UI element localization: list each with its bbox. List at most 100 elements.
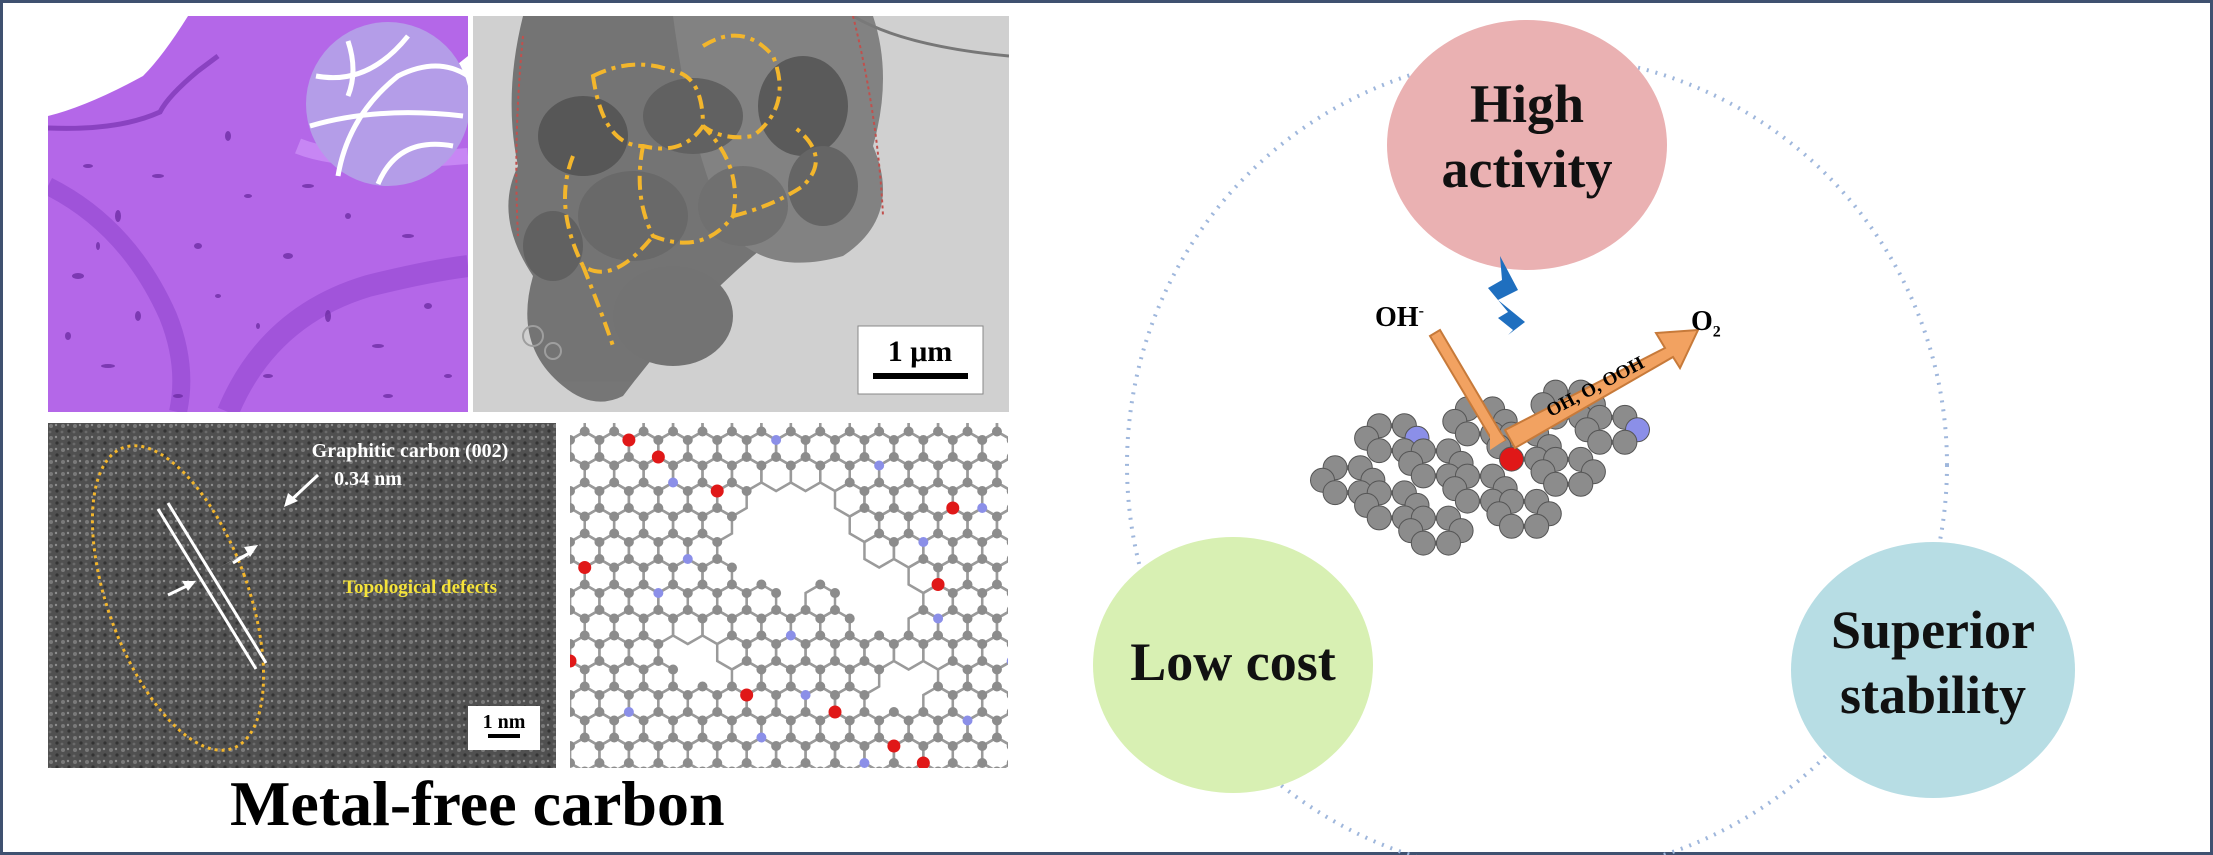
carbon-atom [874,528,885,539]
carbon-atom [594,452,605,462]
carbon-atom [1543,471,1569,497]
carbon-atom [712,435,723,445]
carbon-atom [682,435,693,445]
properties-diagram: OH, O, OOH [1093,20,2075,855]
carbon-atom [609,613,620,624]
carbon-atom [756,664,767,675]
carbon-atom [962,579,973,590]
carbon-atom [977,537,988,547]
carbon-atom [991,477,1002,488]
carbon-atom [756,613,767,624]
carbon-atom [756,460,767,471]
carbon-atom [903,477,914,488]
carbon-atom [787,766,795,768]
carbon-atom [756,426,767,437]
carbon-atom [771,452,782,462]
carbon-atom [918,503,929,513]
carbon-atom [712,588,723,598]
carbon-atom [653,605,664,615]
carbon-atom [947,588,958,598]
carbon-atom [726,732,737,743]
carbon-atom [859,741,870,751]
carbon-atom [579,511,590,522]
carbon-atom [653,503,664,513]
carbon-atom [682,605,693,615]
carbon-atom [741,605,752,615]
carbon-atom [653,435,664,445]
carbon-atom [609,715,620,726]
reactant-formula: OH [1375,302,1419,333]
carbon-atom [1006,436,1008,444]
carbon-atom [697,579,708,590]
carbon-atom [947,656,958,666]
carbon-atom [682,537,693,547]
carbon-atom [594,503,605,513]
superior-stability-bubble [1791,542,2075,798]
carbon-atom [830,452,841,462]
carbon-atom [570,741,575,751]
oxygen-atom [622,433,636,447]
spacing-annotation: 0.34 nm [334,468,402,490]
carbon-atom [918,639,929,649]
nitrogen-atom [918,537,929,547]
carbon-atom [741,741,752,751]
carbon-atom [830,435,841,445]
carbon-atom [638,681,649,692]
carbon-atom [1006,708,1008,716]
high-activity-line2: activity [1441,138,1613,199]
oxygen-atom [828,705,842,719]
lattice-annotation: Graphitic carbon (002) [312,440,509,462]
carbon-atom [875,766,883,768]
carbon-atom [815,579,826,590]
carbon-atom [977,486,988,496]
hrtem-scale-bar-label: 1 nm [483,711,526,733]
carbon-atom [1006,640,1008,648]
carbon-atom [757,766,765,768]
carbon-atom [771,707,782,717]
carbon-atom [991,732,1002,743]
carbon-atom [570,639,575,649]
carbon-atom [785,426,796,437]
carbon-atom [947,690,958,700]
carbon-atom [903,511,914,522]
carbon-atom [1568,471,1594,497]
carbon-atom [668,613,679,624]
carbon-atom [623,588,634,598]
carbon-atom [844,477,855,488]
carbon-atom [668,528,679,539]
product-formula: O [1691,306,1713,337]
carbon-atom [816,766,824,768]
carbon-atom [741,656,752,666]
carbon-atom [859,452,870,462]
carbon-atom [594,486,605,496]
carbon-atom [668,664,679,675]
carbon-atom [712,605,723,615]
tem-micrograph-panel: 1 μm [473,16,1009,412]
carbon-atom [1006,504,1008,512]
carbon-atom [991,715,1002,726]
carbon-atom [712,554,723,564]
product-label: O2 [1691,306,1721,342]
carbon-atom [874,664,885,675]
carbon-atom [991,511,1002,522]
carbon-atom [668,460,679,471]
carbon-atom [888,707,899,717]
oxygen-atom [931,578,945,591]
lattice-ring [892,634,925,671]
carbon-atom [668,426,679,437]
superior-stability-line1: Superior [1830,600,2035,660]
carbon-atom [963,766,972,768]
carbon-atom [756,630,767,641]
high-activity-bubble [1387,20,1667,270]
carbon-atom [933,630,944,641]
nitrogen-atom [771,435,782,445]
lattice-ring [789,455,822,493]
carbon-atom [859,435,870,445]
carbon-atom [815,681,826,692]
carbon-atom [903,732,914,743]
carbon-atom [741,639,752,649]
oxygen-atom [1499,446,1524,472]
superior-stability-label: Superior stability [1753,598,2113,728]
carbon-atom [859,639,870,649]
carbon-atom [874,426,885,437]
